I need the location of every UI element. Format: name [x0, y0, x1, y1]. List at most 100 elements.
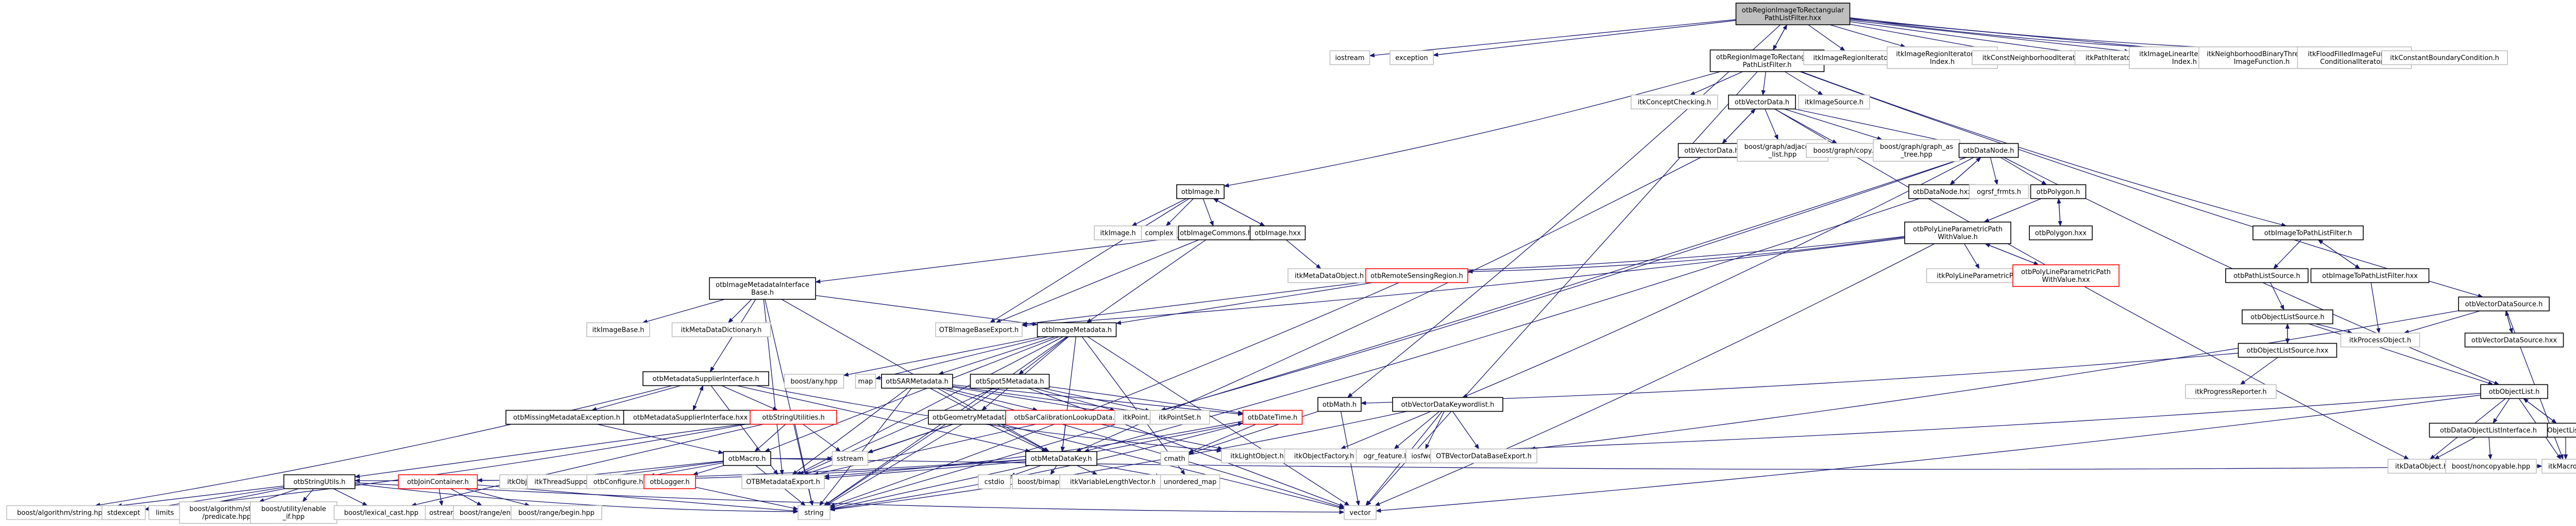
node-box	[2541, 459, 2576, 474]
edge-otbSARMetadata-to-vector	[940, 387, 1345, 509]
graph-node-otbmetadatasupplierinterface-hxx[interactable]: otbMetadataSupplierInterface.hxx	[623, 410, 758, 425]
edge-arrow	[764, 336, 1059, 452]
graph-node-otbimagetopathlistfilter-hxx[interactable]: otbImageToPathListFilter.hxx	[2310, 268, 2430, 283]
edge-otbSARMetadata-to-itkPointSet	[952, 385, 1151, 415]
edge-otbSpot5Metadata-to-itkPointSet	[1042, 387, 1151, 412]
edge-otbVectorDataKeywordlist-to-string	[829, 411, 1408, 512]
graph-node-otbmissingmetadataexception[interactable]: otbMissingMetadataException.h	[505, 410, 628, 425]
edge-arrow	[1462, 157, 1974, 398]
graph-node-otbobjectlistsource-hxx[interactable]: otbObjectListSource.hxx	[2238, 343, 2337, 358]
graph-node-otbstringutilities[interactable]: otbStringUtilities.h	[750, 410, 837, 425]
graph-node-otbvectordatakeywordlist[interactable]: otbVectorDataKeywordlist.h	[1392, 397, 1503, 412]
graph-node-otbmacro[interactable]: otbMacro.h	[723, 451, 771, 466]
edge-arrow	[813, 423, 1036, 476]
edge-arrow	[1425, 411, 1445, 450]
node-label: PathListFilter.hxx	[1765, 14, 1821, 22]
node-label: otbPathListSource.h	[2233, 273, 2300, 280]
graph-node-otbsarcalibrationlookupdata[interactable]: otbSarCalibrationLookupData.h	[1005, 410, 1128, 425]
graph-node-otbdataobjectlistinterface[interactable]: otbDataObjectListInterface.h	[2429, 422, 2548, 438]
edge-arrow	[144, 423, 751, 512]
edge-arrow	[1049, 386, 1244, 415]
graph-node-otbimage-h[interactable]: otbImage.h	[1176, 184, 1225, 199]
graph-node-otbdatetime[interactable]: otbDateTime.h	[1242, 410, 1303, 425]
graph-node-otbvectordata-h[interactable]: otbVectorData.h	[1728, 94, 1796, 110]
graph-node-boost-noncopyable: boost/noncopyable.hpp	[2445, 459, 2537, 474]
edge-arrow	[597, 423, 724, 454]
edge-otbImageToPathListFilter_h-to-otbPathListSource	[2273, 240, 2302, 269]
edge-otbRemoteSensingRegion-to-otbImageMetadata	[1115, 282, 1374, 325]
graph-node-otbobjectlist-h[interactable]: otbObjectList.h	[2480, 384, 2548, 399]
graph-node-itkvariablelengthvector: itkVariableLengthVector.h	[1059, 474, 1166, 489]
node-box	[1249, 225, 1306, 241]
edge-arrow	[803, 423, 954, 476]
graph-node-otbmath[interactable]: otbMath.h	[1317, 397, 1362, 412]
edge-filter_h-to-otbImage_h	[1223, 71, 1721, 188]
edge-arrow	[1374, 243, 1935, 506]
node-box	[101, 505, 146, 520]
node-box	[2242, 309, 2333, 325]
edge-arrow	[755, 385, 1223, 453]
graph-node-otbconfigure: otbConfigure.h	[586, 474, 650, 489]
graph-node-otbimagecommons[interactable]: otbImageCommons.h	[1178, 225, 1254, 241]
node-label: otbDataNode.h	[1963, 147, 2014, 155]
graph-node-otbimagetopathlistfilter-h[interactable]: otbImageToPathListFilter.h	[2252, 225, 2364, 241]
edge-otbSpot5Metadata-to-otbDateTime	[1049, 386, 1244, 415]
node-box	[1798, 94, 1870, 110]
edge-arrow	[819, 388, 912, 506]
graph-node-otbvectordatasource-h[interactable]: otbVectorDataSource.h	[2458, 296, 2550, 312]
graph-node-otbstringutils[interactable]: otbStringUtils.h	[283, 474, 355, 489]
graph-node-root[interactable]: otbRegionImageToRectangularPathListFilte…	[1735, 3, 1851, 25]
node-label: itkProcessObject.h	[2349, 337, 2411, 345]
graph-node-itkimage: itkImage.h	[1094, 225, 1142, 241]
graph-node-otbmetadatasupplierinterface-h[interactable]: otbMetadataSupplierInterface.h	[642, 371, 769, 386]
node-label: itkPoint.h	[1123, 414, 1155, 422]
graph-node-otblogger[interactable]: otbLogger.h	[643, 474, 696, 489]
edge-arrow	[1984, 198, 2042, 223]
graph-node-otbdatanode-hxx[interactable]: otbDataNode.hxx	[1908, 184, 1976, 199]
edge-arrow	[1340, 411, 1431, 450]
node-label: boost/graph/adjacency	[1744, 143, 1821, 151]
edge-arrow	[2523, 398, 2557, 424]
node-label: otbVectorDataKeywordlist.h	[1401, 401, 1495, 409]
node-label: _tree.hpp	[1900, 151, 1933, 159]
node-label: itkProgressReporter.h	[2195, 388, 2266, 396]
edge-otbImageMetadataInterfaceBase-to-otbImageMetadata	[815, 295, 1038, 326]
edge-arrow	[1375, 395, 2481, 513]
graph-node-otbvectordatasource-hxx[interactable]: otbVectorDataSource.hxx	[2464, 332, 2564, 348]
node-label: exception	[1395, 55, 1428, 62]
graph-node-otbimage-hxx[interactable]: otbImage.hxx	[1249, 225, 1306, 241]
graph-node-otbjoincontainer[interactable]: otbJoinContainer.h	[398, 474, 478, 489]
edge-arrow	[2315, 323, 2353, 334]
edge-arrow	[1369, 236, 1905, 275]
graph-node-itkdataobject: itkDataObject.h	[2387, 459, 2455, 474]
graph-node-otbobjectlistsource-h[interactable]: otbObjectListSource.h	[2242, 309, 2333, 325]
graph-node-otbspot5metadata[interactable]: otbSpot5Metadata.h	[970, 374, 1050, 389]
graph-node-stdexcept: stdexcept	[101, 505, 146, 520]
graph-node-otbmetadatakey[interactable]: otbMetaDataKey.h	[1025, 451, 1097, 466]
graph-node-otbpolygon-h[interactable]: otbPolygon.h	[2030, 184, 2087, 199]
graph-node-otbimagemetadata[interactable]: otbImageMetadata.h	[1037, 322, 1117, 337]
edge-otbMetaDataKey-to-boost_bimap	[1050, 465, 1057, 476]
graph-node-otbdatanode-h[interactable]: otbDataNode.h	[1958, 143, 2019, 158]
node-box	[1176, 184, 1225, 199]
edge-arrow	[721, 385, 778, 411]
graph-node-otbgeometrymetadata[interactable]: otbGeometryMetadata.h	[928, 410, 1020, 425]
edge-arrow	[1772, 24, 1788, 50]
edge-arrow	[354, 483, 799, 514]
graph-node-otbpolygon-hxx[interactable]: otbPolygon.hxx	[2029, 225, 2093, 241]
graph-node-otbremotesensingregion[interactable]: otbRemoteSensingRegion.h	[1365, 268, 1468, 283]
edge-arrow	[1360, 352, 2239, 405]
graph-node-otbsarmetadata[interactable]: otbSARMetadata.h	[881, 374, 953, 389]
graph-node-otbpathlistsource[interactable]: otbPathListSource.h	[2225, 268, 2309, 283]
edge-arrow	[940, 387, 1345, 509]
edge-root-to-itkImageLinearIteratorWithIndex	[1850, 20, 2130, 54]
node-label: itkPolyLineParametricPath.h	[1937, 273, 2030, 280]
edge-arrow	[1223, 71, 1721, 188]
node-box	[623, 410, 758, 425]
node-label: WithValue.hxx	[2042, 276, 2090, 284]
edge-otbStringUtils-to-string	[354, 483, 799, 514]
graph-node-itkpointset: itkPointSet.h	[1149, 410, 1210, 425]
